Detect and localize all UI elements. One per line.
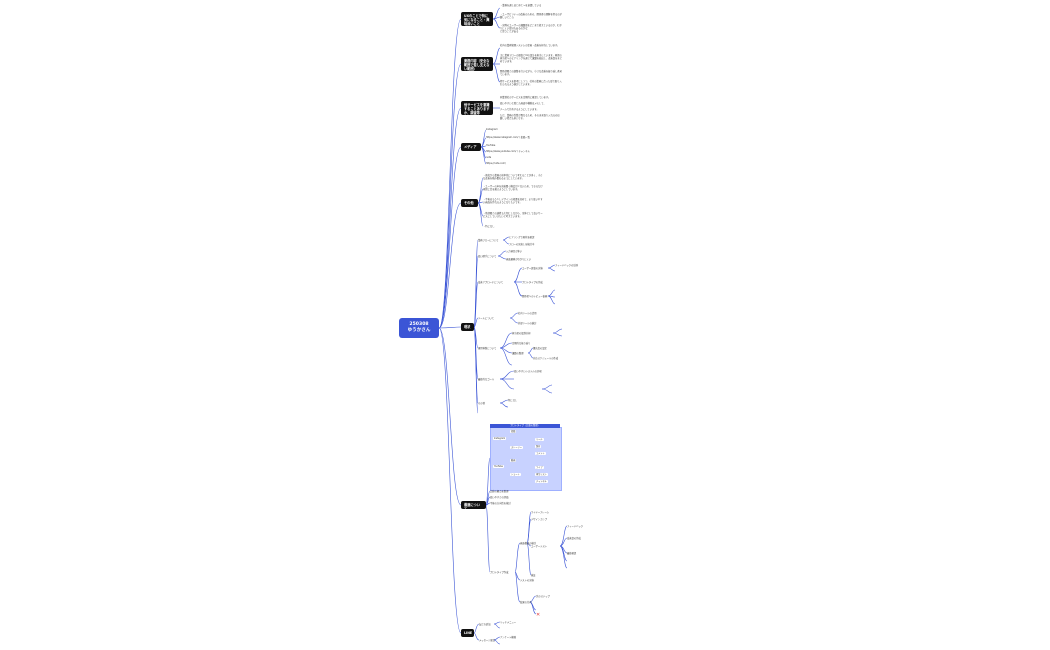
current-node: 関係者へのレビュー依頼 bbox=[522, 295, 548, 298]
ux-note-3: ・実際のユーザーの課題感をどこまで拾えているのか、わかりにくい部分もあるのかな bbox=[500, 24, 562, 31]
optimization-item: 今後の方向性を検討 bbox=[490, 502, 511, 505]
other-service-4: ただ、業務の性質が異なるため、そのまま取り入れるのは難しい場合も多いです。 bbox=[500, 114, 560, 121]
current-node: 最終的なゴール bbox=[478, 378, 495, 381]
current-node: 運用体制について bbox=[478, 347, 497, 350]
line-item: メッセージ配信 bbox=[479, 639, 496, 642]
current-node: 入力項目が多い bbox=[506, 250, 523, 253]
ux-note-2: ・ユーザビリティの改善のための、関係者の理解を得るのが難しいところ bbox=[500, 13, 562, 20]
current-node: ユーザー調査の実施 bbox=[522, 267, 543, 270]
comparison-cell: チャンネル bbox=[535, 480, 548, 483]
comparison-cell: 保存 bbox=[535, 445, 542, 448]
comparison-cell: コメント bbox=[535, 452, 546, 455]
media-link[interactable]: note bbox=[486, 156, 492, 159]
media-link[interactable]: https://www.instagram.com/ / 投稿一覧 bbox=[486, 136, 530, 139]
other-note: ・普段から業務の効率化について考えることが多く、小さな改善を積み重ねるようにして… bbox=[483, 174, 543, 181]
root-node[interactable]: 250308 ゆうかさん bbox=[399, 318, 439, 338]
current-node: 対応スケジュールの作成 bbox=[533, 357, 559, 360]
current-node: 使いやすいシステムの実現 bbox=[514, 370, 542, 373]
media-link[interactable]: YouTube bbox=[486, 144, 496, 147]
comparison-cell: ライブ bbox=[535, 466, 544, 469]
optimization-node: 検証 bbox=[531, 574, 536, 577]
optimization-node: デザインカンプ bbox=[531, 518, 548, 521]
current-node: 画面遷移がわかりにくい bbox=[506, 258, 532, 261]
branch-media[interactable]: メディア bbox=[461, 143, 481, 151]
branch-other[interactable]: その他 bbox=[461, 199, 478, 207]
optimization-item: 使いやすさの評価 bbox=[490, 496, 509, 499]
other-service-3: チームで共有するようにしています。 bbox=[500, 108, 539, 111]
current-node: フローの見直しを検討中 bbox=[509, 243, 535, 246]
media-link[interactable]: Instagram bbox=[486, 128, 498, 131]
branch-other-services[interactable]: 他サービスを意識することありますか、調査等 bbox=[461, 101, 493, 115]
branch-work-content[interactable]: 業務内容（安全な範囲で差し支えない範囲） bbox=[461, 57, 493, 71]
current-node: 特になし bbox=[508, 399, 518, 402]
branch-optimization[interactable]: 最適について bbox=[461, 501, 486, 511]
work-para-4: 他サービスを参考にしつつ、社内の業務に合った形で取り入れられるよう検討しています… bbox=[500, 80, 562, 87]
comparison-cell: 再生リスト bbox=[535, 473, 548, 476]
comparison-group: Instagram bbox=[493, 437, 507, 440]
optimization-item: 比較の観点を整理 bbox=[490, 490, 509, 493]
optimization-node: ユーザーテスト bbox=[531, 545, 548, 548]
work-para-1: 社内の業務管理システムの企画・改善を担当しています。 bbox=[500, 44, 560, 47]
comparison-cell: ショート bbox=[510, 473, 521, 476]
current-node: 使い勝手について bbox=[478, 255, 497, 258]
current-node: その他 bbox=[478, 402, 485, 405]
current-node: 課題の整理 bbox=[512, 352, 524, 355]
current-node: 優先度の設定 bbox=[533, 347, 547, 350]
ux-note-1: ・業務を通しはじめて〜を意識している bbox=[500, 4, 542, 7]
comparison-cell: 投稿 bbox=[510, 430, 517, 433]
comparison-cell: リール bbox=[535, 438, 544, 441]
optimization-node: 改善案の作成 bbox=[567, 537, 581, 540]
current-node: フィードバックの反映 bbox=[555, 264, 578, 267]
optimization-node: フィードバック bbox=[567, 525, 584, 528]
work-para-3: 関係部署との調整を行いながら、小さな改善を繰り返し進めています。 bbox=[500, 70, 562, 77]
comparison-cell: 動画 bbox=[510, 459, 517, 462]
other-service-2: 使いやすいと感じた画面や機能はメモして、 bbox=[500, 102, 546, 105]
line-item: アンケート機能 bbox=[500, 636, 516, 639]
media-link[interactable]: https://www.youtube.com/ / チャンネル bbox=[486, 150, 530, 153]
comparison-cell: ストーリー bbox=[510, 446, 523, 449]
media-link[interactable]: https://note.com/ bbox=[486, 162, 506, 165]
current-node: 外部ツールの検討 bbox=[518, 322, 537, 325]
cross-icon: ✕ bbox=[536, 612, 541, 618]
optimization-node: 最終確認 bbox=[567, 552, 577, 555]
other-note: ・他部署との連携も大切にしながら、全体として良いサービスにしていきたいと考えてい… bbox=[483, 212, 543, 219]
optimization-node: 次のステップ bbox=[536, 595, 550, 598]
other-service-1: 同業他社のサービスを定期的に確認しています。 bbox=[500, 96, 551, 99]
optimization-node: 画面構成の検討 bbox=[520, 542, 537, 545]
line-item: 友だち追加 bbox=[479, 623, 491, 626]
current-node: プロトタイプの作成 bbox=[522, 281, 543, 284]
optimization-node: ワイヤーフレーム bbox=[531, 511, 550, 514]
comparison-title: プロトタイプ（比較の整理） bbox=[490, 424, 560, 428]
optimization-node: 結果の共有 bbox=[520, 601, 532, 604]
other-note: ・今後はもう少しデザインの知識を深めて、より使いやすい画面を作れるようになりたい… bbox=[483, 198, 543, 205]
optimization-node: テストの実施 bbox=[520, 579, 534, 582]
optimization-node: プロトタイプ作成 bbox=[490, 571, 509, 574]
current-node: 改善アプローチについて bbox=[478, 281, 504, 284]
comparison-group: YouTube bbox=[493, 465, 504, 468]
current-node: 定期的な振り返り bbox=[512, 342, 531, 345]
root-line2: ゆうかさん bbox=[407, 328, 431, 333]
other-note: ・特になし bbox=[483, 225, 495, 228]
branch-line[interactable]: LINE bbox=[461, 629, 474, 637]
current-node: ヒアリングで現状を確認 bbox=[509, 236, 535, 239]
branch-ux-interest[interactable]: UXのことで特に気になること・興味深いこと bbox=[461, 12, 493, 26]
branch-current[interactable]: 現状 bbox=[461, 323, 474, 331]
root-line1: 250308 bbox=[409, 322, 429, 327]
other-note: ・ユーザーの声を直接聞く機会が少ないため、できるだけ現場に足を運ぶようにしていま… bbox=[483, 185, 543, 192]
current-node: 業務フローについて bbox=[478, 239, 499, 242]
ux-note-4: と思うことがある bbox=[500, 30, 519, 33]
current-node: 担当者の役割分担 bbox=[512, 332, 531, 335]
current-node: ツールについて bbox=[478, 317, 495, 320]
line-item: リッチメニュー bbox=[500, 621, 517, 624]
current-node: 社内ツールの活用 bbox=[518, 312, 537, 315]
work-para-2: 主に業務フローの調査とUIの設計を担当しています。現場の担当者へのヒアリングを通… bbox=[500, 54, 563, 64]
